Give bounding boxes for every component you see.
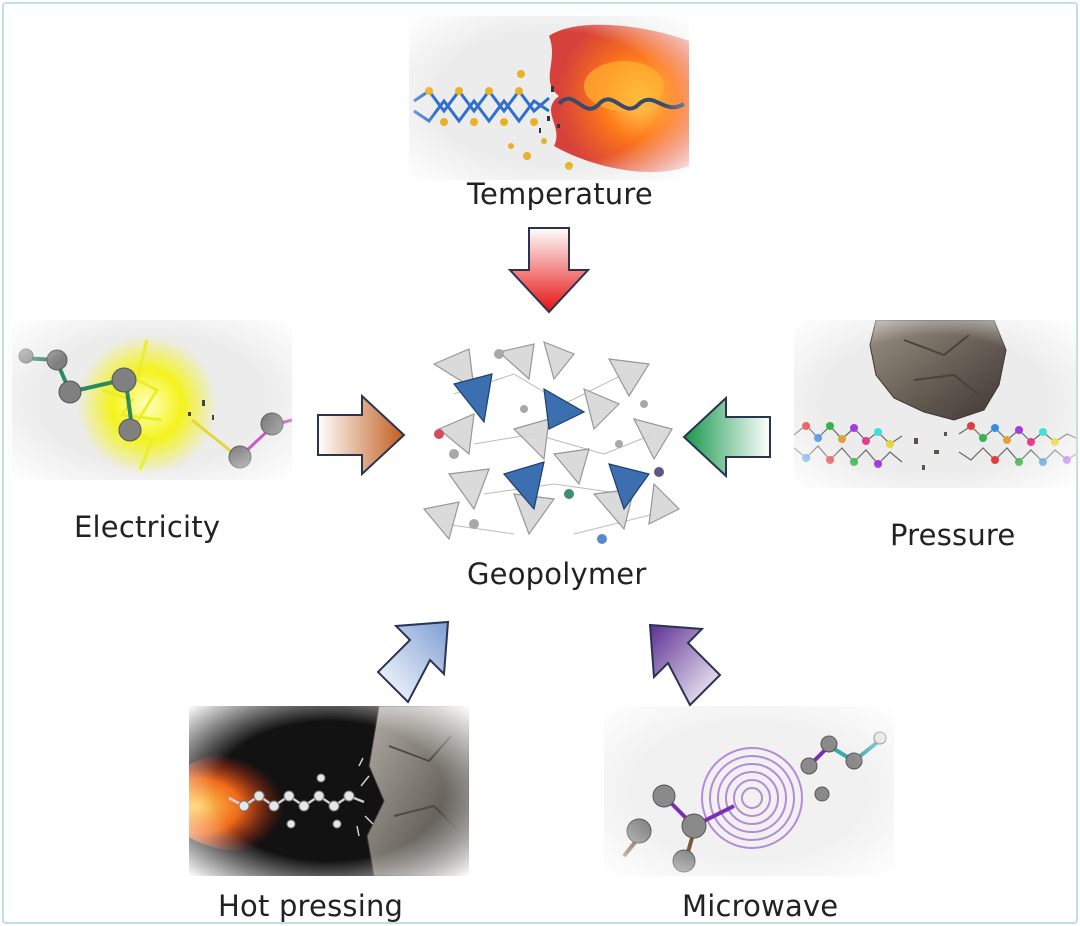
- temperature-arrow: [508, 227, 590, 314]
- hot-pressing-image: [189, 706, 469, 876]
- microwave-arrow: [648, 623, 722, 707]
- temperature-label: Temperature: [467, 177, 653, 211]
- geopolymer-label: Geopolymer: [467, 557, 647, 591]
- electricity-arrow: [317, 394, 406, 476]
- microwave-label: Microwave: [682, 889, 839, 923]
- pressure-image: [794, 320, 1076, 488]
- temperature-image: [409, 16, 689, 180]
- hot-pressing-label: Hot pressing: [218, 889, 404, 923]
- electricity-image: [12, 320, 292, 480]
- hot-pressing-arrow: [376, 620, 450, 704]
- pressure-label: Pressure: [890, 518, 1016, 552]
- electricity-label: Electricity: [74, 510, 221, 544]
- microwave-image: [604, 706, 894, 876]
- geopolymer-image: [414, 334, 684, 554]
- pressure-arrow: [682, 396, 771, 478]
